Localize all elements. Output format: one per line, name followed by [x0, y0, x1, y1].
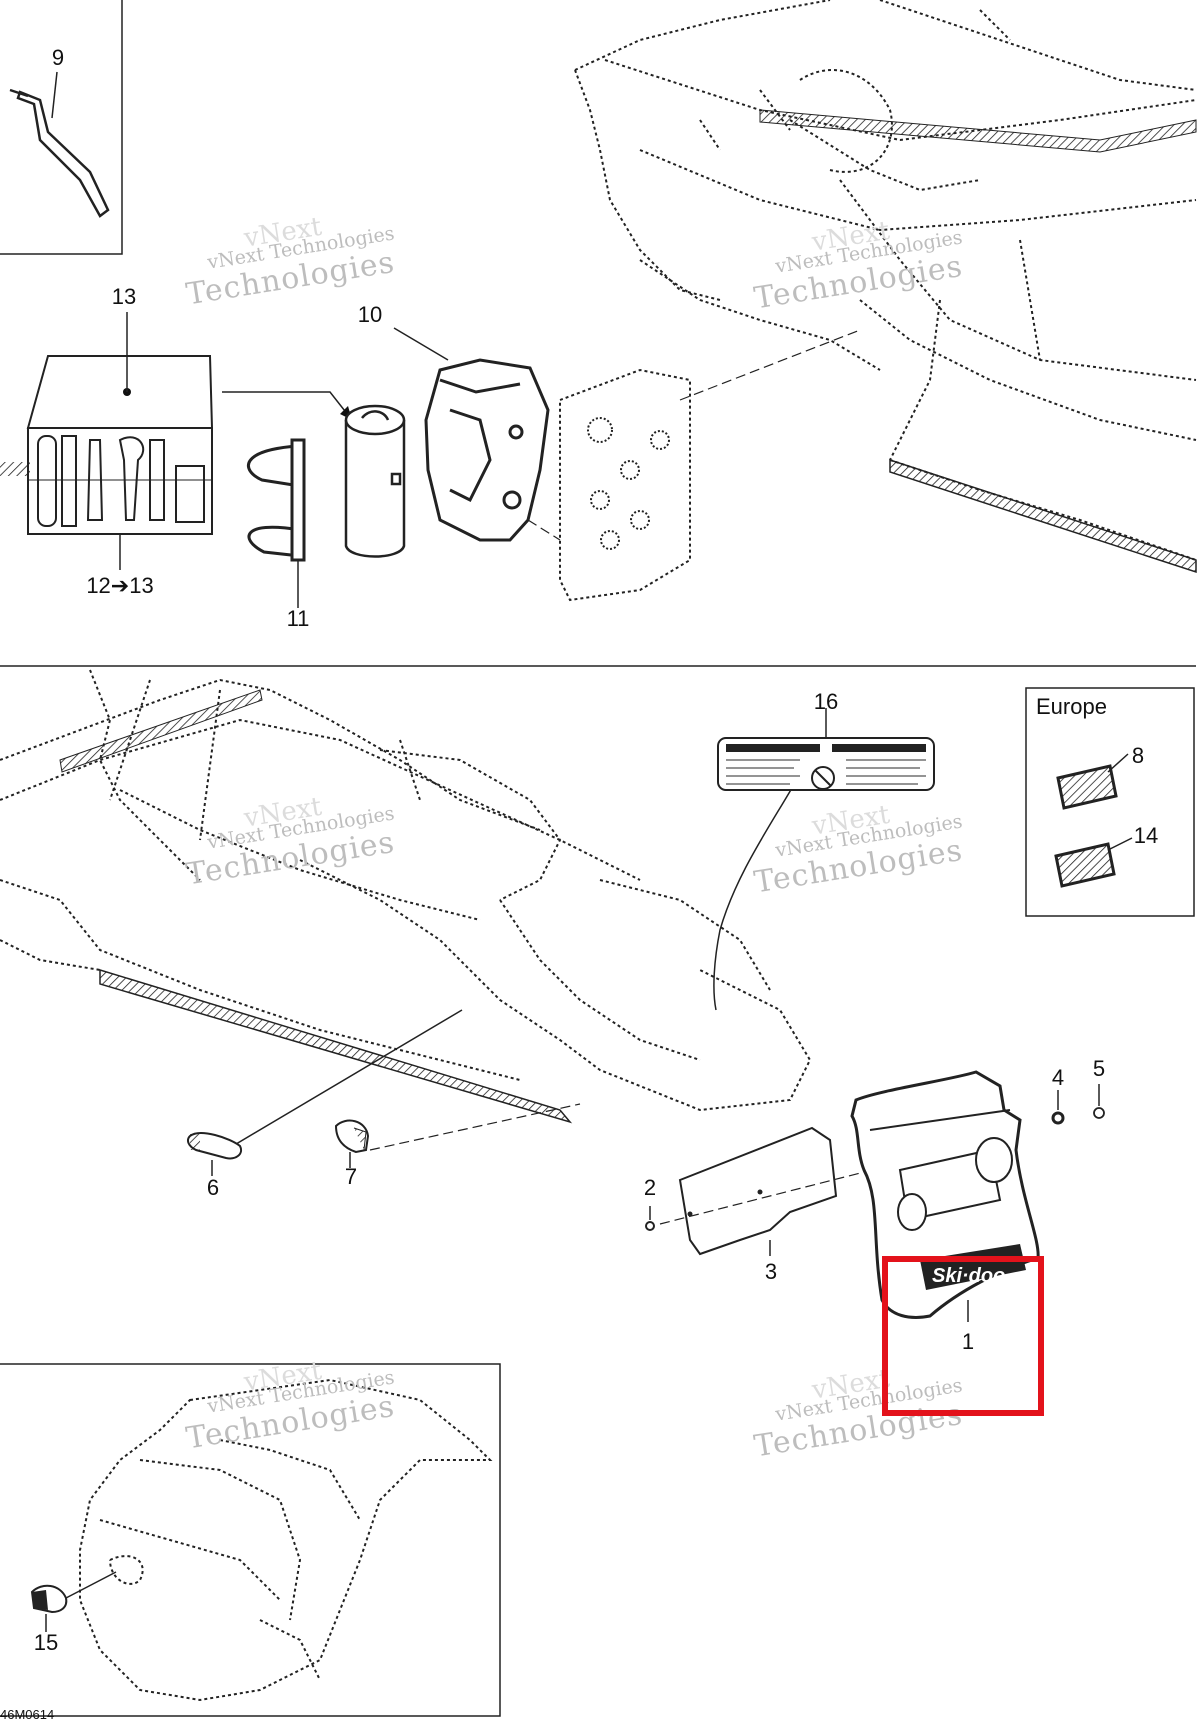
callout-7[interactable]: 7	[344, 1164, 358, 1189]
chassis-front-rail	[59, 689, 573, 1124]
part-8-reflector	[1056, 753, 1129, 810]
inset-frame-15	[0, 1363, 501, 1717]
part-3-backing-plate	[645, 1126, 881, 1256]
callout-8[interactable]: 8	[1131, 743, 1145, 768]
part-9-tool	[9, 71, 110, 218]
part-16-warning-label	[717, 708, 935, 791]
callout-9[interactable]: 9	[51, 45, 65, 70]
tunnel-plate	[559, 329, 861, 602]
part-7	[334, 1119, 370, 1168]
callout-12-13[interactable]: 12➔13	[86, 573, 154, 598]
callout-11[interactable]: 11	[286, 606, 310, 631]
part-10-bag	[393, 327, 561, 542]
inset-hood-part-15	[79, 1378, 493, 1702]
callout-14[interactable]: 14	[1133, 823, 1159, 848]
svg-text:Ski·doo: Ski·doo	[932, 1265, 1005, 1287]
part-6-leader	[225, 1009, 463, 1151]
part-cylinder	[344, 404, 406, 558]
callout-15[interactable]: 15	[33, 1630, 59, 1655]
callout-4[interactable]: 4	[1051, 1065, 1065, 1090]
inset-frame-9	[0, 0, 123, 255]
part-1-highlight-box	[882, 1256, 1044, 1416]
part-14-reflector	[1054, 837, 1133, 888]
callout-3[interactable]: 3	[764, 1259, 778, 1284]
europe-inset-title: Europe	[1036, 694, 1107, 719]
chassis-rear-rail	[759, 109, 1197, 574]
chassis-rear-view	[574, 0, 1197, 561]
part-7-leader	[369, 1103, 581, 1151]
callout-1[interactable]: 1	[961, 1329, 975, 1354]
part-13-tool-kit	[0, 312, 353, 570]
callout-13[interactable]: 13	[111, 284, 137, 309]
part-6	[187, 1132, 242, 1176]
callout-10[interactable]: 10	[357, 302, 383, 327]
figure-code: 46M0614	[0, 1707, 55, 1722]
callout-6[interactable]: 6	[206, 1175, 220, 1200]
part-15	[30, 1571, 117, 1632]
callout-16[interactable]: 16	[813, 689, 839, 714]
callout-5[interactable]: 5	[1092, 1056, 1106, 1081]
part-11-strap	[246, 438, 306, 608]
part-4-5-fasteners	[1051, 1084, 1105, 1125]
callout-2[interactable]: 2	[643, 1175, 657, 1200]
inset-frame-europe	[1025, 687, 1195, 917]
